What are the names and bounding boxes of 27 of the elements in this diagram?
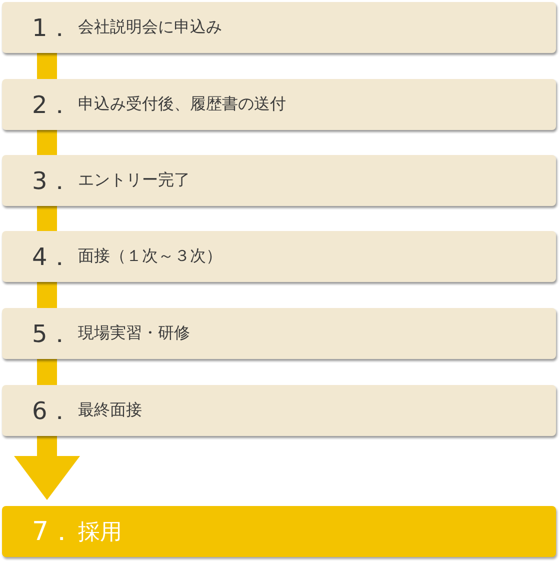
step-label: エントリー完了	[78, 170, 190, 191]
step-label: 会社説明会に申込み	[78, 17, 222, 38]
step-label: 現場実習・研修	[78, 323, 190, 344]
step-box	[2, 506, 556, 557]
connector-bar	[37, 359, 57, 385]
connector-bar	[37, 282, 57, 308]
step-label: 最終面接	[78, 400, 142, 421]
step-label: 面接（１次～３次）	[78, 246, 222, 267]
connector-bar	[37, 53, 57, 79]
step-number: 3．	[32, 166, 72, 196]
step-box	[2, 385, 556, 436]
step-number: 5．	[32, 318, 72, 350]
step-box	[2, 79, 556, 130]
step-label: 採用	[78, 518, 122, 546]
connector-bar	[37, 206, 57, 231]
connector-bar	[37, 130, 57, 155]
step-box	[2, 2, 556, 53]
step-box	[2, 155, 556, 206]
step-number: 1．	[32, 12, 72, 44]
step-number: 7．	[32, 516, 76, 549]
step-number: 2．	[32, 90, 72, 120]
arrow	[14, 436, 80, 500]
step-box	[2, 231, 556, 282]
step-label: 申込み受付後、履歴書の送付	[78, 94, 286, 115]
step-box	[2, 308, 556, 359]
step-number: 4．	[32, 242, 72, 272]
step-number: 6．	[32, 396, 72, 426]
